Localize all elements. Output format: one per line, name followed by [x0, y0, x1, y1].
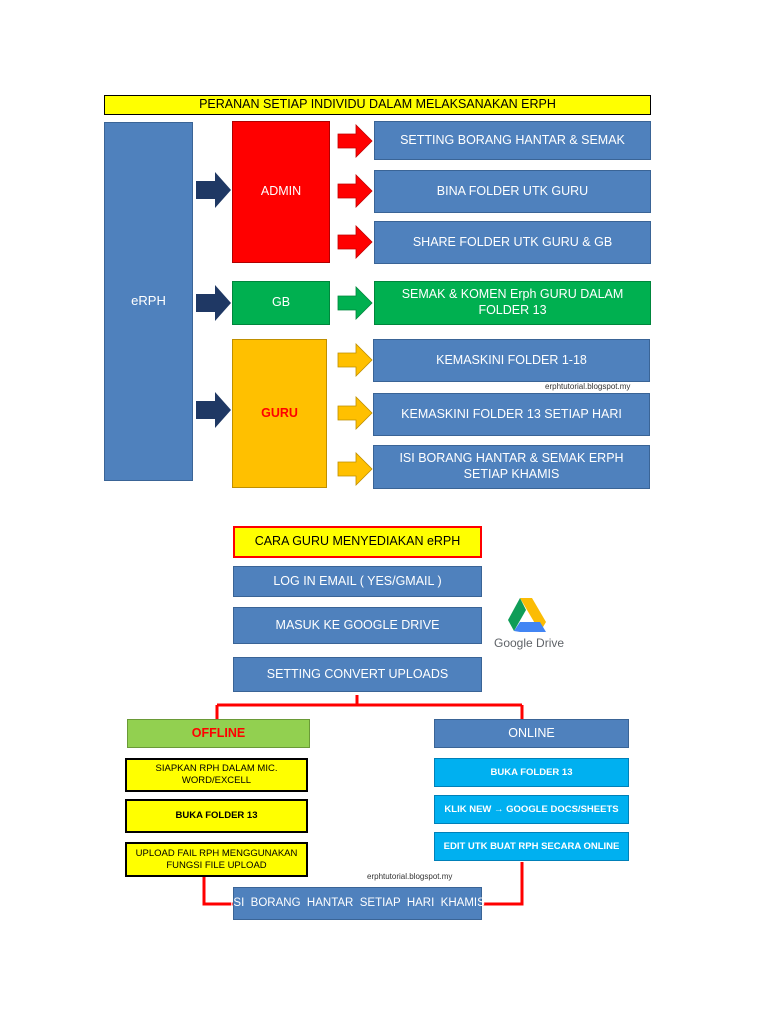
- admin-task: SHARE FOLDER UTK GURU & GB: [374, 221, 651, 264]
- root-node-erph: eRPH: [104, 122, 193, 481]
- online-header: ONLINE: [434, 719, 629, 748]
- guru-task: KEMASKINI FOLDER 13 SETIAP HARI: [373, 393, 650, 436]
- offline-step: SIAPKAN RPH DALAM MIC. WORD/EXCELL: [125, 758, 308, 792]
- admin-task: SETTING BORANG HANTAR & SEMAK: [374, 121, 651, 160]
- online-step: EDIT UTK BUAT RPH SECARA ONLINE: [434, 832, 629, 861]
- step-convert-uploads: SETTING CONVERT UPLOADS: [233, 657, 482, 692]
- online-step: KLIK NEW → GOOGLE DOCS/SHEETS: [434, 795, 629, 824]
- role-gb: GB: [232, 281, 330, 325]
- final-step: ISI BORANG HANTAR SETIAP HARI KHAMIS: [230, 887, 485, 920]
- step-login-email: LOG IN EMAIL ( YES/GMAIL ): [233, 566, 482, 597]
- navy-arrow-icon: [196, 285, 231, 321]
- role-admin: ADMIN: [232, 121, 330, 263]
- step-google-drive: MASUK KE GOOGLE DRIVE: [233, 607, 482, 644]
- online-step: BUKA FOLDER 13: [434, 758, 629, 787]
- google-drive-icon: [508, 598, 546, 632]
- amber-arrow-icon: [337, 396, 373, 430]
- role-guru: GURU: [232, 339, 327, 488]
- admin-task: BINA FOLDER UTK GURU: [374, 170, 651, 213]
- green-arrow-icon: [337, 286, 373, 320]
- offline-header: OFFLINE: [127, 719, 310, 748]
- navy-arrow-icon: [196, 392, 231, 428]
- red-arrow-icon: [337, 225, 373, 259]
- bottom-title: CARA GURU MENYEDIAKAN eRPH: [233, 526, 482, 558]
- top-title: PERANAN SETIAP INDIVIDU DALAM MELAKSANAK…: [104, 95, 651, 115]
- watermark: erphtutorial.blogspot.my: [545, 382, 631, 391]
- guru-task: KEMASKINI FOLDER 1-18: [373, 339, 650, 382]
- google-drive-label: Google Drive: [494, 636, 565, 650]
- amber-arrow-icon: [337, 343, 373, 377]
- offline-step: UPLOAD FAIL RPH MENGGUNAKAN FUNGSI FILE …: [125, 842, 308, 877]
- amber-arrow-icon: [337, 452, 373, 486]
- gb-task: SEMAK & KOMEN Erph GURU DALAM FOLDER 13: [374, 281, 651, 325]
- red-arrow-icon: [337, 124, 373, 158]
- offline-step: BUKA FOLDER 13: [125, 799, 308, 833]
- red-arrow-icon: [337, 174, 373, 208]
- watermark: erphtutorial.blogspot.my: [367, 872, 453, 881]
- guru-task: ISI BORANG HANTAR & SEMAK ERPH SETIAP KH…: [373, 445, 650, 489]
- navy-arrow-icon: [196, 172, 231, 208]
